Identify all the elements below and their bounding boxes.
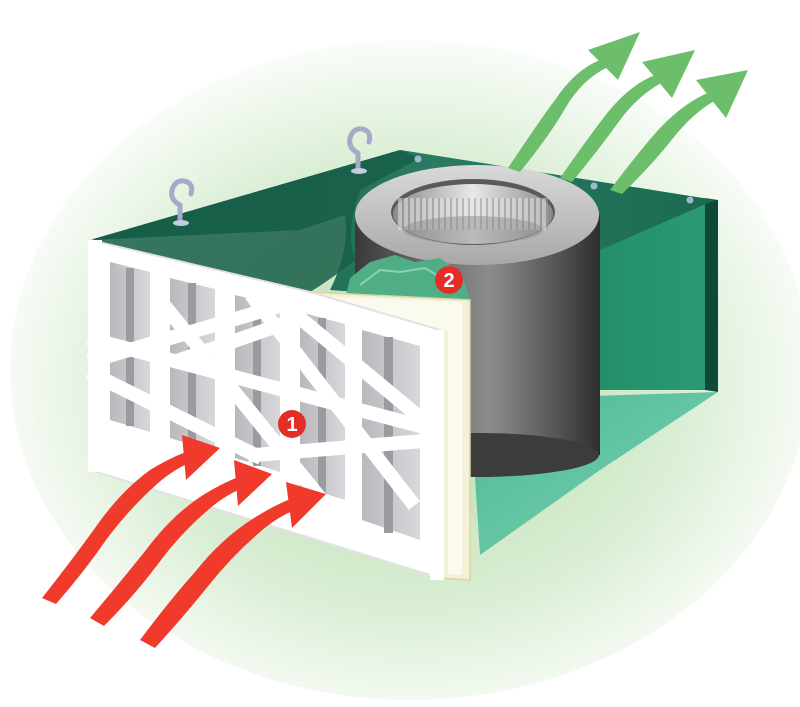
pre-filter-frame [85,238,445,580]
filter-side-panel-inner [318,296,462,575]
marker-label-1: 1 [286,414,297,436]
exhaust-arrow-3 [610,70,748,194]
exhaust-arrows [508,32,748,194]
hanging-hook-right-icon [347,126,373,174]
marker-pre-filter: 1 [278,410,306,438]
housing-right-edge [705,198,718,392]
intake-arrow-1 [42,435,220,604]
intake-arrow-2 [90,460,272,626]
marker-main-filter: 2 [435,266,463,294]
housing-top-lid [90,150,420,292]
intake-arrow-3 [140,482,326,648]
exhaust-arrow-1 [508,32,640,172]
exhaust-arrow-2 [560,50,695,182]
hanging-hook-left-icon [169,178,195,226]
intake-arrows [42,435,326,648]
pre-filter-lattice [85,290,445,520]
marker-label-2: 2 [443,270,454,292]
